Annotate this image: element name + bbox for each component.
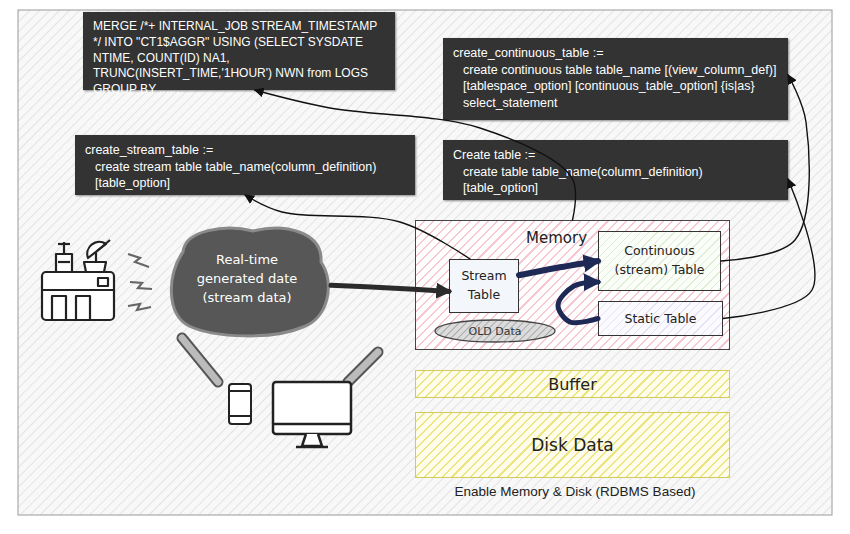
region-heading: Memory — [526, 229, 587, 247]
syntax-box: Create table :=create table table_name(c… — [443, 140, 788, 200]
memory-region: MemoryStream Table Continuous (stream) Ta… — [415, 220, 730, 350]
node-label: Disk Data — [531, 435, 614, 455]
flow-arrow — [245, 195, 470, 259]
monitor-icon — [273, 382, 351, 447]
node-label: Continuous (stream) Table — [599, 242, 720, 280]
syntax-box: create_continuous_table :=create continu… — [443, 38, 788, 120]
table-box: Static Table — [598, 301, 723, 336]
signal-lines — [128, 254, 152, 310]
syntax-box: create_stream_table :=create stream tabl… — [75, 135, 415, 195]
data-ellipse: OLD Data — [434, 319, 556, 343]
flow-arrow — [255, 90, 576, 220]
flow-arrow — [721, 75, 809, 261]
flow-arrow — [723, 179, 815, 319]
cloud-shape — [171, 228, 328, 336]
node-label: create_continuous_table := — [453, 45, 778, 62]
flow-arrow — [331, 285, 449, 291]
phone-icon — [229, 384, 251, 424]
outer-frame — [18, 10, 832, 515]
node-label: MERGE /*+ INTERNAL_JOB STREAM_TIMESTAMP … — [93, 19, 385, 98]
node-label: Real-time generated date (stream data) — [185, 251, 310, 308]
flow-arrow — [519, 261, 598, 275]
storage-band: Buffer — [415, 370, 730, 398]
code-box: MERGE /*+ INTERNAL_JOB STREAM_TIMESTAMP … — [83, 12, 395, 90]
storage-band: Disk Data — [415, 412, 730, 478]
node-body: create stream table table_name(column_de… — [85, 159, 405, 192]
data-cloud: Real-time generated date (stream data) — [163, 222, 331, 337]
node-label: Stream Table — [450, 267, 518, 305]
flow-arrow — [558, 282, 598, 323]
node-body: create table table_name(column_definitio… — [453, 164, 778, 197]
node-label: create_stream_table := — [85, 142, 405, 159]
table-box: Stream Table — [449, 259, 519, 313]
node-label: Create table := — [453, 147, 778, 164]
node-label: Buffer — [548, 375, 597, 394]
node-label: Static Table — [624, 311, 696, 326]
factory-icon — [42, 240, 114, 320]
device-links — [182, 338, 378, 382]
diagram-caption: Enable Memory & Disk (RDBMS Based) — [415, 484, 735, 499]
node-label: OLD Data — [468, 325, 521, 338]
node-body: create continuous table table_name [(vie… — [453, 62, 778, 112]
ellipse-shape — [435, 320, 555, 342]
table-box: Continuous (stream) Table — [598, 231, 721, 291]
